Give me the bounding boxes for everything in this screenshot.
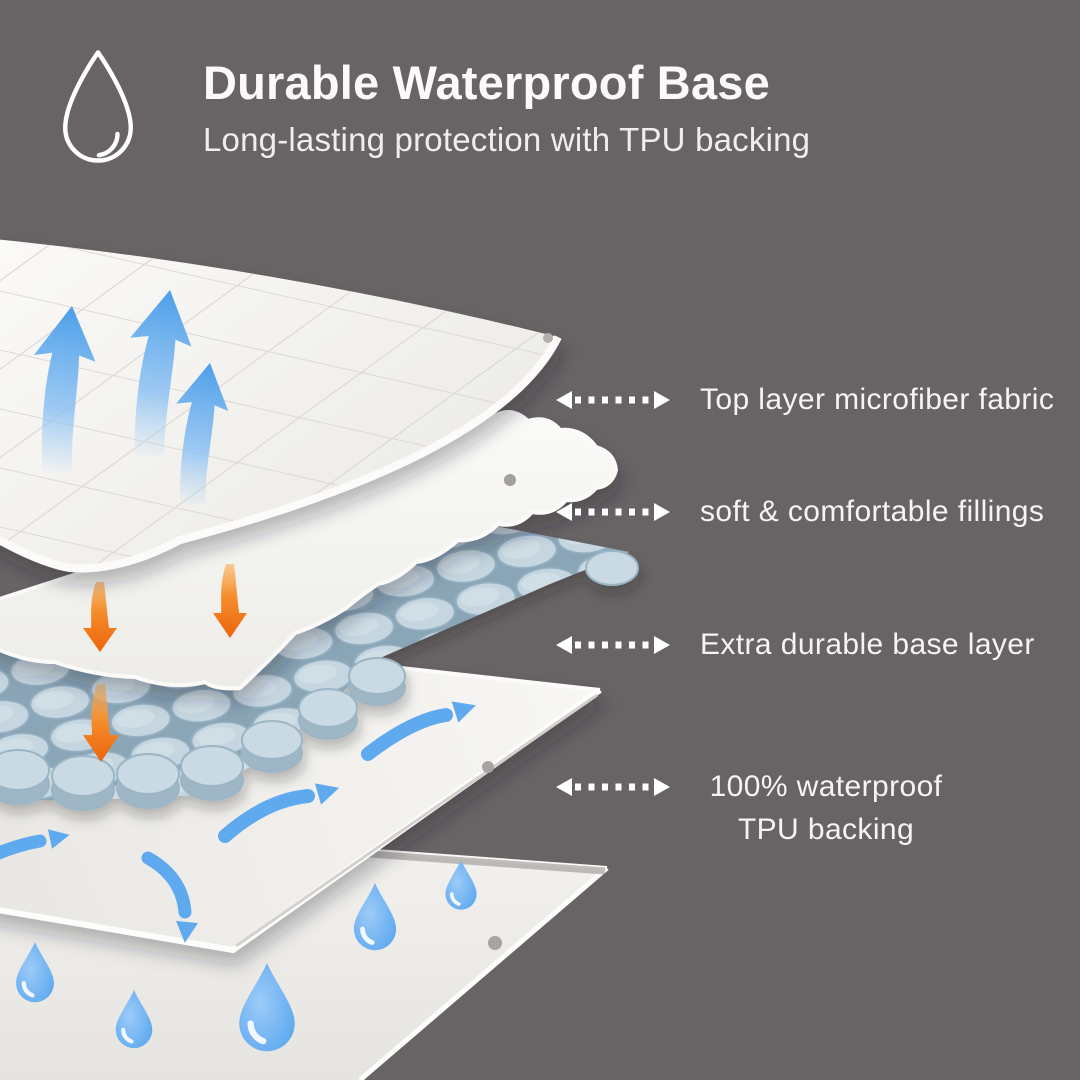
callout-label: 100% waterproof TPU backing [709,770,943,846]
absorb-arrow-icon [213,564,247,638]
breathe-arrow-icon [176,363,229,505]
snap-dot [543,333,553,343]
filling-layer [0,410,619,691]
water-drop-icon [63,50,133,163]
callout-label: soft & comfortable fillings [700,495,1045,528]
absorb-arrow-icon [83,582,117,652]
page-title: Durable Waterproof Base [203,56,770,109]
callout-top-layer: Top layer microfiber fabric [556,378,1054,422]
snap-dot [504,474,516,486]
deflect-arrow-icons [0,701,476,943]
absorb-arrow-icon [83,684,119,762]
quilted-top-layer [0,239,562,573]
snap-dot [488,936,502,950]
callout-base-layer: Extra durable base layer [556,623,1035,667]
double-arrow-icon [556,503,670,521]
double-arrow-icon [556,391,670,409]
double-arrow-icon [556,636,670,654]
breathe-arrow-icon [33,306,96,474]
page-subtitle: Long-lasting protection with TPU backing [203,121,811,158]
honeycomb-front-discs [0,550,639,811]
callout-label: Top layer microfiber fabric [700,383,1055,416]
callout-tpu-backing: 100% waterproof TPU backing [556,765,966,851]
callout-label: Extra durable base layer [700,628,1035,661]
snap-dot [482,761,494,773]
breathe-arrow-icon [130,290,192,457]
callout-fillings: soft & comfortable fillings [556,490,1044,534]
double-arrow-icon [556,778,670,796]
water-drop-shapes [16,860,477,1052]
